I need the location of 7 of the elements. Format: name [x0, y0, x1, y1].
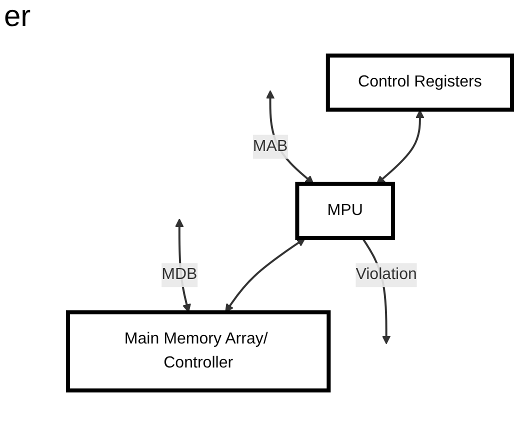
- edge-label: MDB: [162, 266, 198, 284]
- title-fragment: er: [4, 0, 31, 34]
- edge-label: Violation: [356, 266, 417, 284]
- node-box: MPU: [295, 182, 395, 240]
- edge-label: MAB: [252, 138, 288, 155]
- node-box: Main Memory Array/ Controller: [66, 310, 331, 392]
- node-box: Control Registers: [326, 54, 514, 112]
